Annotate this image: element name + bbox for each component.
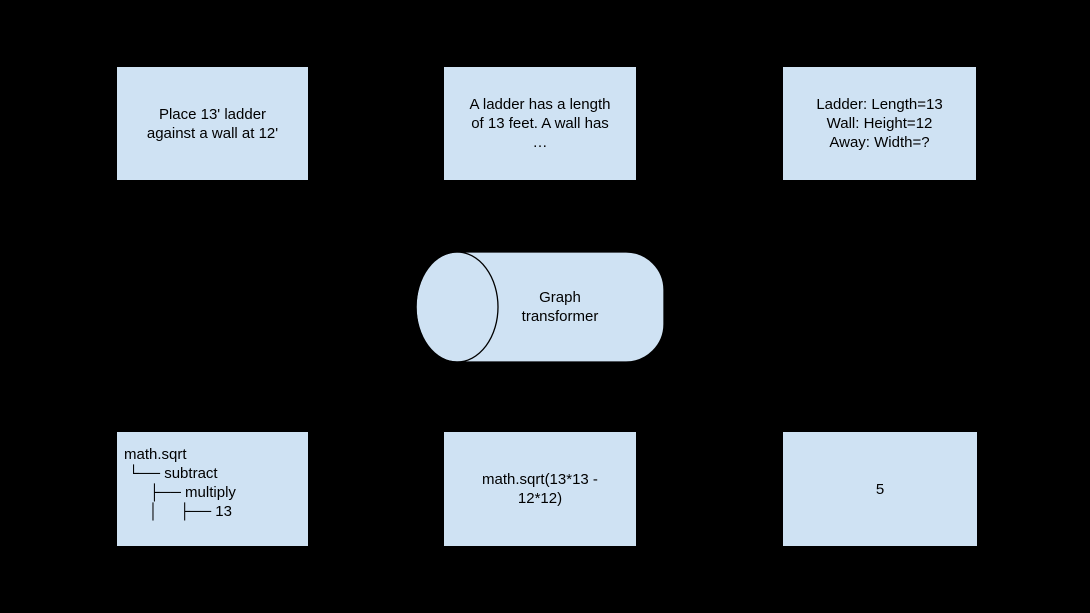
tree-line: └── subtract (124, 465, 218, 482)
output-box-result: 5 (783, 432, 977, 546)
input-text-line: Ladder: Length=13 (816, 96, 943, 113)
tree-line: math.sqrt (124, 446, 187, 463)
input-text-line: Away: Width=? (829, 134, 930, 151)
input-text-line: Place 13' ladder (158, 105, 267, 123)
result-value: 5 (875, 480, 885, 498)
input-text-line: of 13 feet. A wall has (471, 115, 609, 132)
input-box-imperative-phrasing: Place 13' ladder against a wall at 12' (117, 67, 308, 180)
input-text-line: Wall: Height=12 (826, 115, 933, 132)
cylinder-end-cap-ellipse (415, 251, 499, 363)
graph-transformer-label: Graph transformer (460, 250, 660, 363)
input-text-line: against a wall at 12' (146, 124, 279, 142)
graph-transformer-cylinder-shape (415, 251, 665, 363)
label-line: Graph (539, 288, 581, 306)
label-line: transformer (521, 307, 599, 325)
tree-line: ├── multiply (124, 484, 236, 501)
output-box-expression: math.sqrt(13*13 - 12*12) (444, 432, 636, 546)
tree-line: │ ├── 13 (124, 503, 232, 520)
output-box-call-tree: math.sqrt └── subtract ├── multiply │ ├─… (117, 432, 308, 546)
expression-line: math.sqrt(13*13 - (482, 471, 598, 488)
input-box-structured-phrasing: Ladder: Length=13 Wall: Height=12 Away: … (783, 67, 976, 180)
expression-line: 12*12) (517, 490, 563, 507)
ellipsis-line: … (532, 134, 548, 151)
input-box-narrative-phrasing: A ladder has a length of 13 feet. A wall… (444, 67, 636, 180)
input-text-line: A ladder has a length (469, 96, 611, 113)
